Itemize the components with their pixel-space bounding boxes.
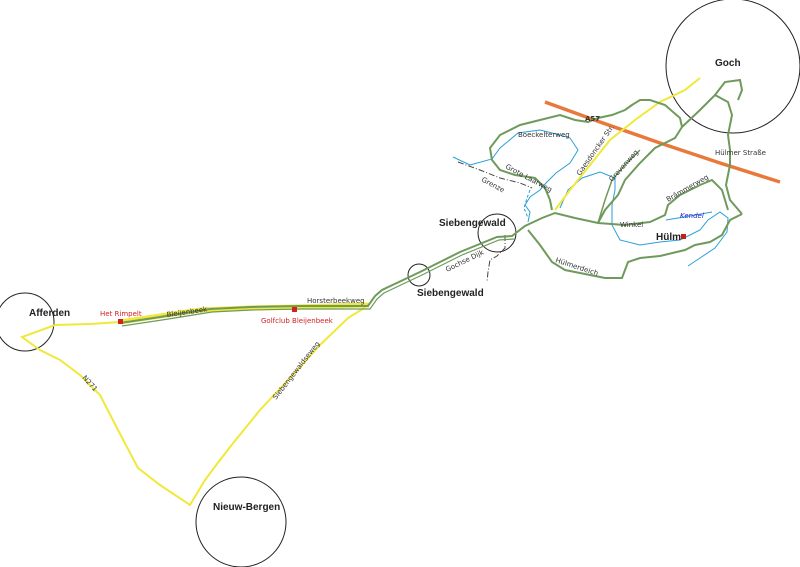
horsterbeekweg-label: Horsterbeekweg bbox=[307, 297, 365, 305]
a57-label: A57 bbox=[585, 115, 600, 123]
goch-circle bbox=[665, 0, 800, 134]
golfclub-label: Golfclub Bleijenbeek bbox=[261, 317, 334, 325]
golfclub-marker bbox=[292, 307, 297, 312]
hulm-label: Hülm bbox=[656, 232, 681, 243]
route-hulmerdeich bbox=[527, 213, 743, 279]
het-rimpelt-label: Het Rimpelt bbox=[100, 310, 142, 318]
kendel-label: Kendel bbox=[680, 212, 704, 220]
route-brammerweg bbox=[597, 178, 729, 227]
boeckelterweg-label: Boeckelterweg bbox=[518, 131, 570, 139]
stream-hulm-loop bbox=[559, 171, 729, 267]
gaesdoncker-road bbox=[554, 77, 701, 211]
siebengewald-south-circle bbox=[407, 263, 431, 287]
siebengewald-south-label: Siebengewald bbox=[417, 288, 484, 299]
route-grevenweg bbox=[597, 149, 641, 224]
border-line bbox=[457, 161, 533, 283]
siebengewald-north-label: Siebengewald bbox=[439, 218, 506, 229]
nieuw-bergen-label: Nieuw-Bergen bbox=[213, 502, 280, 513]
route-hulmer-strasse bbox=[681, 93, 743, 215]
n271-road bbox=[19, 304, 370, 507]
hulm-marker bbox=[681, 234, 686, 239]
afferden-circle bbox=[0, 292, 55, 352]
het-rimpelt-marker bbox=[118, 319, 123, 324]
stream-kendel bbox=[665, 211, 713, 221]
goch-label: Goch bbox=[715, 58, 741, 69]
nieuw-bergen-circle bbox=[195, 476, 287, 567]
afferden-label: Afferden bbox=[29, 308, 70, 319]
route-main-parallel bbox=[121, 238, 515, 327]
hulmer-strasse-label: Hülmer Straße bbox=[715, 149, 766, 157]
winkel-label: Winkel bbox=[620, 221, 643, 229]
route-goch-spur bbox=[714, 78, 744, 101]
route-main bbox=[119, 99, 684, 324]
a57-motorway bbox=[544, 100, 781, 184]
stream-boeckelt bbox=[452, 129, 579, 223]
